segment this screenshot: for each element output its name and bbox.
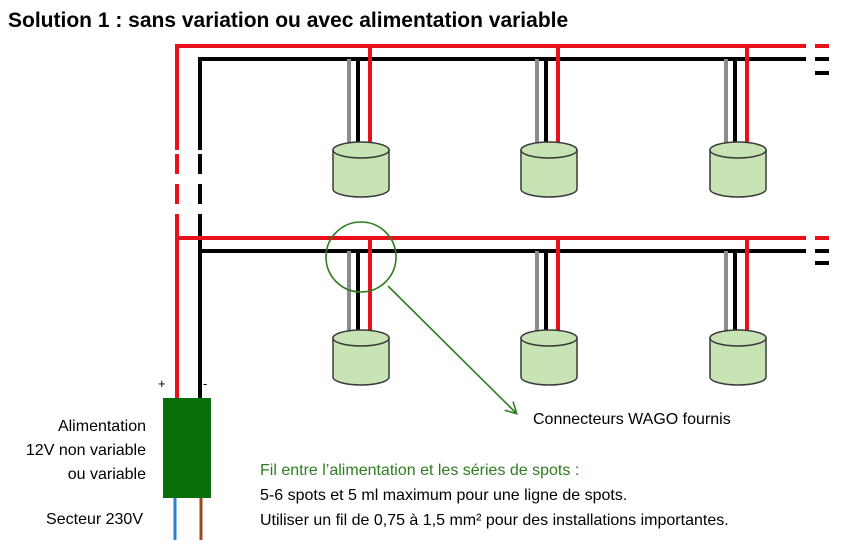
power-supply-label-line-1: Alimentation bbox=[58, 418, 146, 435]
wiring-note-heading: Fil entre l’alimentation et les séries d… bbox=[260, 462, 579, 479]
spot-light-icon bbox=[709, 46, 767, 198]
power-supply-box bbox=[163, 398, 211, 498]
wiring-note-line-1: 5-6 spots et 5 ml maximum pour une ligne… bbox=[260, 487, 627, 504]
power-supply-label-line-3: ou variable bbox=[68, 466, 146, 483]
row-1-bus bbox=[175, 44, 829, 75]
negative-terminal-label: - bbox=[203, 376, 207, 391]
positive-terminal-label: + bbox=[158, 376, 166, 391]
spot-light-icon bbox=[332, 238, 390, 386]
feed-wires bbox=[175, 46, 202, 398]
diagram-title: Solution 1 : sans variation ou avec alim… bbox=[8, 9, 568, 32]
spot-light-icon bbox=[520, 238, 578, 386]
spot-light-icon bbox=[709, 238, 767, 386]
mains-label: Secteur 230V bbox=[46, 511, 143, 528]
row-2-bus bbox=[175, 236, 829, 265]
spot-light-icon bbox=[332, 46, 390, 198]
power-supply-label-line-2: 12V non variable bbox=[26, 442, 146, 459]
spot-light-icon bbox=[520, 46, 578, 198]
wago-connector-highlight bbox=[325, 221, 397, 293]
annotation-arrow bbox=[387, 285, 518, 415]
connector-note: Connecteurs WAGO fournis bbox=[533, 411, 731, 428]
wiring-note-line-2: Utiliser un fil de 0,75 à 1,5 mm² pour d… bbox=[260, 512, 729, 529]
